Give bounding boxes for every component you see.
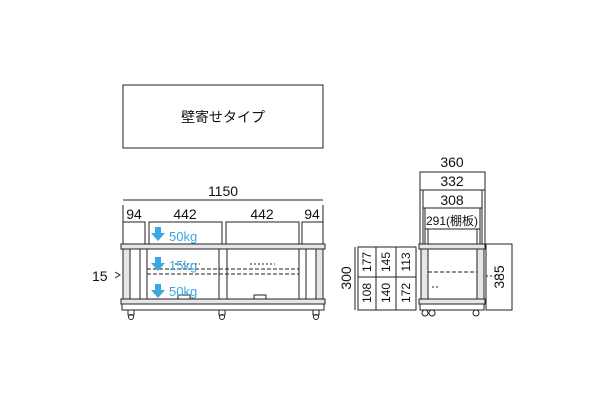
- front-side-dim: 15: [92, 268, 108, 284]
- side-width-308: 308: [440, 192, 464, 208]
- front-total-width: 1150: [208, 183, 238, 199]
- side-height-385: 385: [491, 265, 507, 289]
- shelf-col-1-bottom: 108: [360, 283, 374, 303]
- front-view: [114, 199, 326, 320]
- front-segment-2: 442: [173, 206, 197, 222]
- shelf-col-1-top: 177: [360, 252, 374, 272]
- title-text: 壁寄せタイプ: [181, 109, 265, 125]
- load-arrow-bottom: 50kg: [151, 284, 197, 299]
- front-segment-4: 94: [304, 206, 320, 222]
- front-segment-3: 442: [250, 206, 274, 222]
- load-middle-label: 15kg: [169, 258, 197, 273]
- side-width-332: 332: [440, 173, 464, 189]
- shelf-col-3-top: 113: [399, 252, 413, 271]
- side-view: [354, 171, 513, 317]
- side-width-360: 360: [440, 154, 464, 170]
- shelf-col-3-bottom: 172: [399, 283, 413, 303]
- side-height-300: 300: [338, 266, 354, 290]
- down-arrow-icon: [151, 284, 165, 298]
- load-arrow-middle: 15kg: [151, 257, 197, 273]
- load-top-label: 50kg: [169, 229, 197, 244]
- load-arrow-top: 50kg: [151, 227, 197, 244]
- shelf-col-2-top: 145: [379, 252, 393, 272]
- title-box: 壁寄せタイプ: [122, 84, 324, 149]
- shelf-col-2-bottom: 140: [379, 283, 393, 303]
- down-arrow-icon: [151, 257, 165, 271]
- front-segment-1: 94: [126, 206, 142, 222]
- load-bottom-label: 50kg: [169, 284, 197, 299]
- side-width-291: 291(棚板): [426, 213, 478, 228]
- down-arrow-icon: [151, 227, 165, 241]
